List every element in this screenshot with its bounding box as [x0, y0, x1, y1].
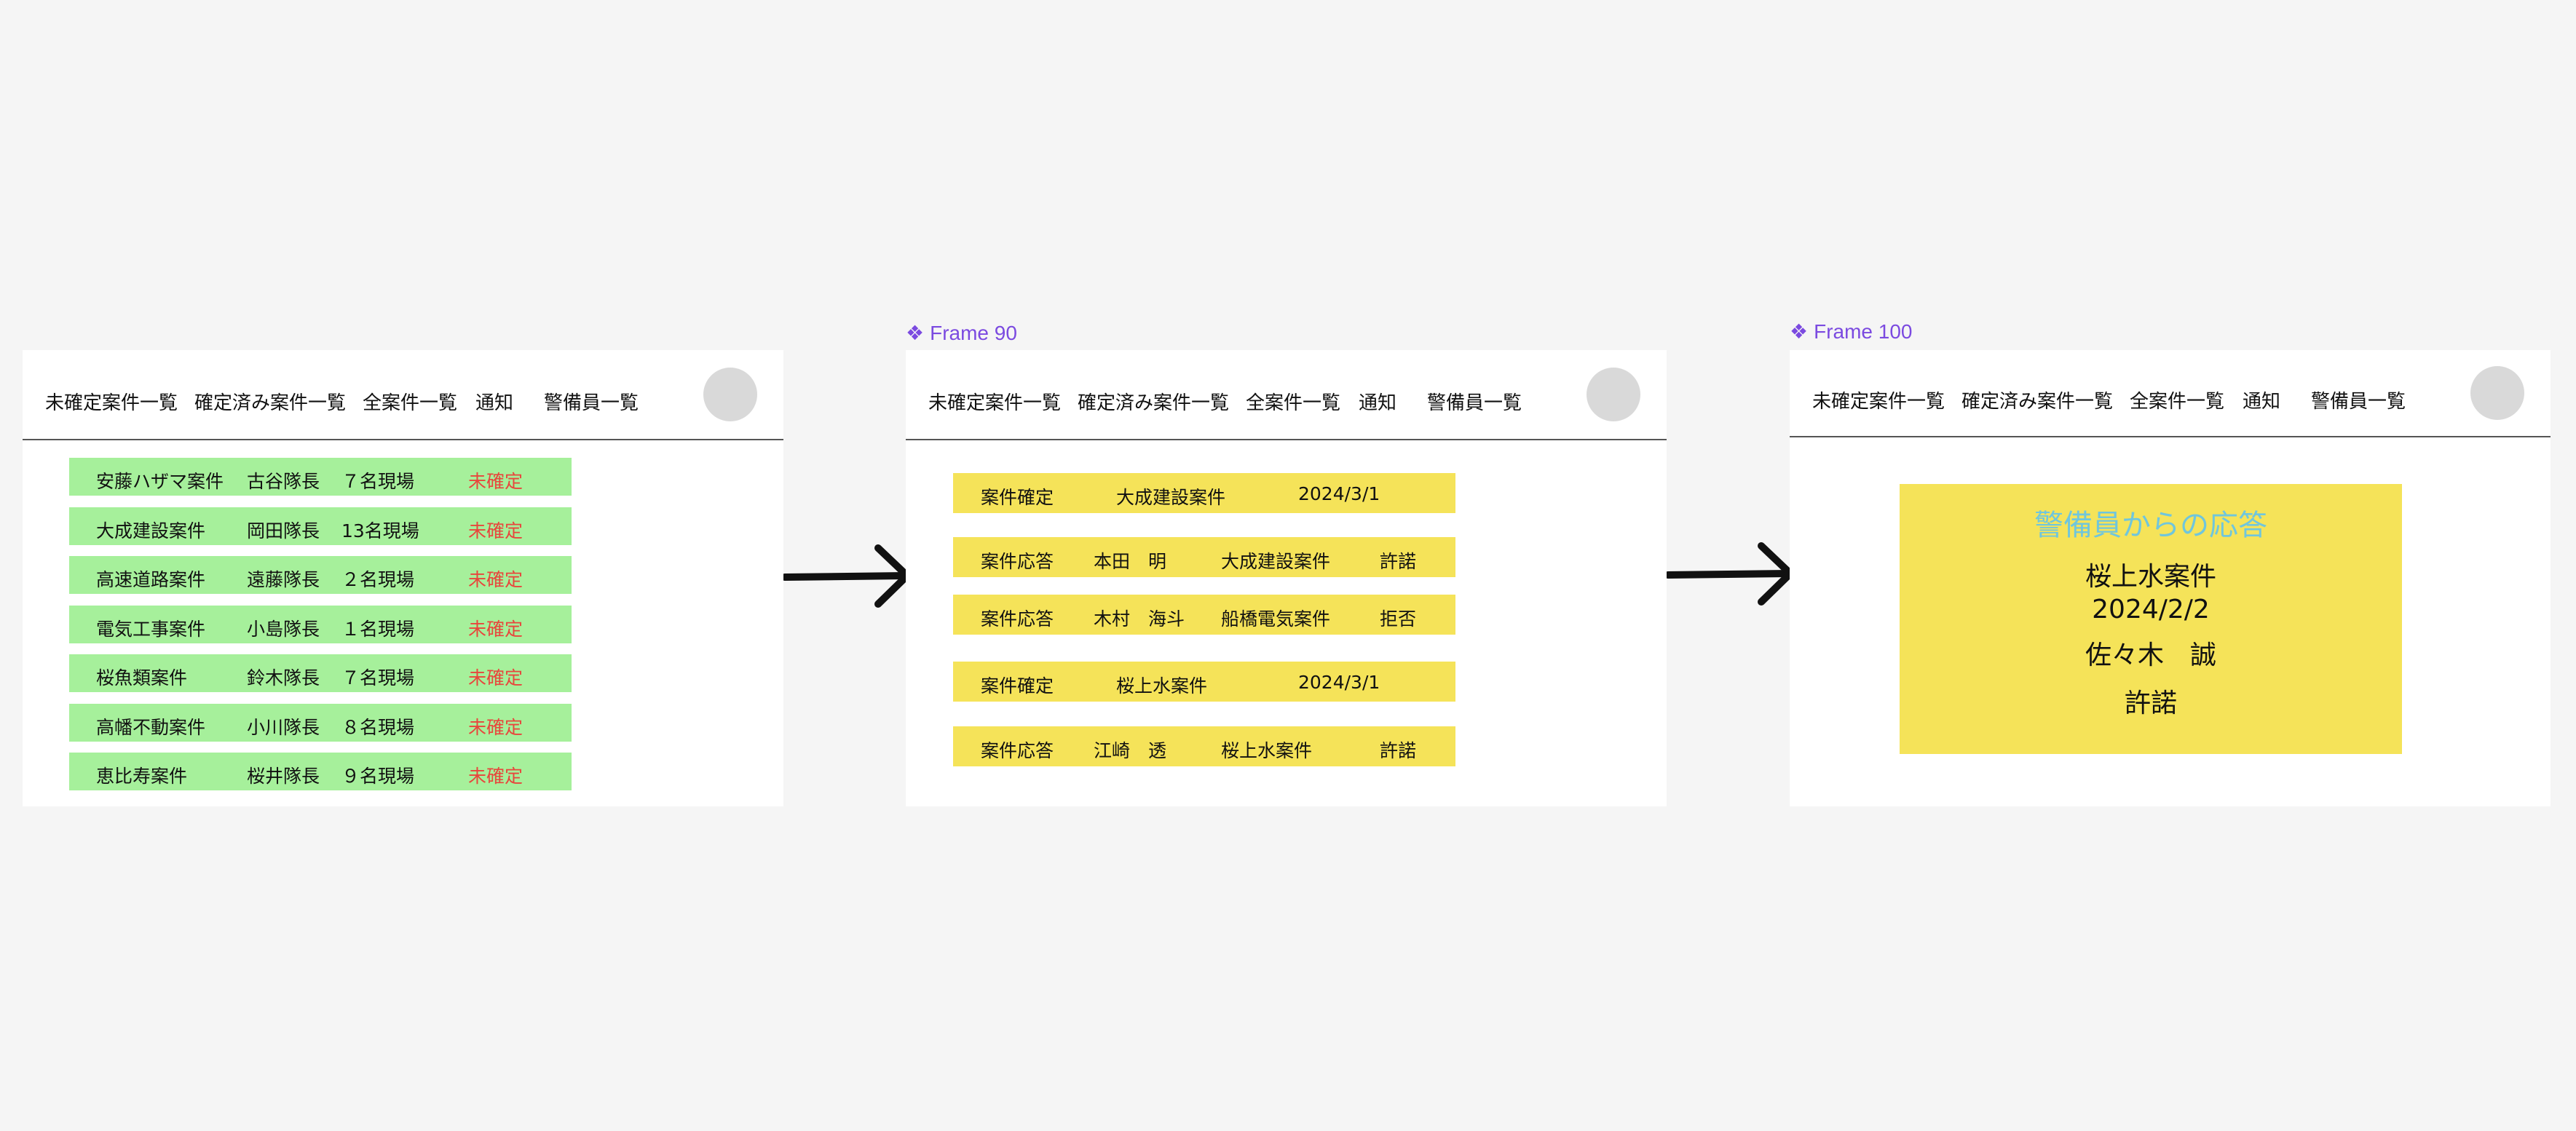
- project-row[interactable]: 大成建設案件 岡田隊長 13名現場 未確定: [69, 507, 572, 545]
- notification-project: 桜上水案件: [1221, 740, 1313, 761]
- component-icon: ❖: [1790, 320, 1809, 343]
- response-card: 警備員からの応答 桜上水案件 2024/2/2 佐々木 誠 許諾: [1900, 484, 2402, 754]
- status-text: 未確定: [468, 717, 524, 738]
- notification-type: 案件応答: [981, 551, 1054, 572]
- top-nav: 未確定案件一覧 確定済み案件一覧 全案件一覧 通知 警備員一覧: [1790, 350, 2551, 437]
- project-row[interactable]: 恵比寿案件 桜井隊長 ９名現場 未確定: [69, 753, 572, 790]
- notification-type: 案件応答: [981, 740, 1054, 761]
- notification-response[interactable]: 案件応答 江崎 透 桜上水案件 許諾: [953, 726, 1455, 766]
- site-size: 13名現場: [341, 520, 419, 541]
- leader-name: 遠藤隊長: [247, 569, 320, 590]
- nav-notifications[interactable]: 通知: [2243, 391, 2281, 413]
- avatar[interactable]: [2470, 366, 2524, 420]
- response-answer: 許諾: [1380, 740, 1417, 761]
- leader-name: 小川隊長: [247, 717, 320, 738]
- status-text: 未確定: [468, 667, 524, 688]
- project-name: 恵比寿案件: [96, 766, 188, 787]
- project-name: 電気工事案件: [96, 619, 206, 640]
- notification-date: 2024/3/1: [1298, 672, 1380, 693]
- nav-confirmed[interactable]: 確定済み案件一覧: [194, 392, 347, 414]
- frame-label-text: Frame 90: [930, 322, 1017, 344]
- project-name: 安藤ハザマ案件: [96, 471, 224, 492]
- site-size: １名現場: [341, 619, 415, 640]
- status-text: 未確定: [468, 471, 524, 492]
- nav-all-projects[interactable]: 全案件一覧: [2130, 391, 2225, 413]
- card-date: 2024/2/2: [2092, 595, 2210, 624]
- notification-project: 桜上水案件: [1116, 675, 1208, 697]
- response-answer: 拒否: [1380, 608, 1417, 630]
- status-text: 未確定: [468, 569, 524, 590]
- status-text: 未確定: [468, 766, 524, 787]
- card-guard-name: 佐々木 誠: [2085, 640, 2216, 670]
- nav-confirmed[interactable]: 確定済み案件一覧: [1078, 392, 1230, 414]
- notification-project: 大成建設案件: [1116, 487, 1226, 508]
- project-name: 桜魚類案件: [96, 667, 188, 688]
- status-text: 未確定: [468, 520, 524, 541]
- notification-response[interactable]: 案件応答 木村 海斗 船橋電気案件 拒否: [953, 595, 1455, 635]
- nav-unconfirmed[interactable]: 未確定案件一覧: [928, 392, 1062, 414]
- nav-guards[interactable]: 警備員一覧: [2311, 391, 2406, 413]
- notification-type: 案件確定: [981, 487, 1054, 508]
- project-row[interactable]: 安藤ハザマ案件 古谷隊長 ７名現場 未確定: [69, 458, 572, 496]
- leader-name: 古谷隊長: [247, 471, 320, 492]
- frame-label-text: Frame 100: [1814, 320, 1913, 343]
- leader-name: 桜井隊長: [247, 766, 320, 787]
- project-name: 高幡不動案件: [96, 717, 206, 738]
- notification-date: 2024/3/1: [1298, 483, 1380, 504]
- guard-response-screen: 未確定案件一覧 確定済み案件一覧 全案件一覧 通知 警備員一覧 警備員からの応答…: [1790, 350, 2551, 806]
- site-size: ７名現場: [341, 471, 415, 492]
- project-row[interactable]: 桜魚類案件 鈴木隊長 ７名現場 未確定: [69, 654, 572, 692]
- site-size: ７名現場: [341, 667, 415, 688]
- site-size: ２名現場: [341, 569, 415, 590]
- unconfirmed-projects-screen: 未確定案件一覧 確定済み案件一覧 全案件一覧 通知 警備員一覧 安藤ハザマ案件 …: [23, 350, 783, 806]
- card-answer: 許諾: [2124, 688, 2177, 718]
- guard-name: 本田 明: [1094, 551, 1167, 572]
- leader-name: 小島隊長: [247, 619, 320, 640]
- site-size: ８名現場: [341, 717, 415, 738]
- avatar[interactable]: [703, 368, 757, 421]
- leader-name: 鈴木隊長: [247, 667, 320, 688]
- top-nav: 未確定案件一覧 確定済み案件一覧 全案件一覧 通知 警備員一覧: [906, 350, 1667, 440]
- guard-name: 木村 海斗: [1094, 608, 1185, 630]
- flow-arrow-icon: [1667, 542, 1794, 606]
- nav-unconfirmed[interactable]: 未確定案件一覧: [45, 392, 178, 414]
- project-name: 高速道路案件: [96, 569, 206, 590]
- avatar[interactable]: [1587, 368, 1640, 421]
- frame-label-100[interactable]: ❖Frame 100: [1790, 320, 1913, 344]
- card-project: 桜上水案件: [2085, 562, 2216, 592]
- notifications-screen: 未確定案件一覧 確定済み案件一覧 全案件一覧 通知 警備員一覧 案件確定 大成建…: [906, 350, 1667, 806]
- nav-guards[interactable]: 警備員一覧: [1427, 392, 1522, 414]
- nav-confirmed[interactable]: 確定済み案件一覧: [1961, 391, 2114, 413]
- leader-name: 岡田隊長: [247, 520, 320, 541]
- notification-response[interactable]: 案件応答 本田 明 大成建設案件 許諾: [953, 537, 1455, 577]
- notification-type: 案件応答: [981, 608, 1054, 630]
- project-row[interactable]: 高速道路案件 遠藤隊長 ２名現場 未確定: [69, 556, 572, 594]
- top-nav: 未確定案件一覧 確定済み案件一覧 全案件一覧 通知 警備員一覧: [23, 350, 783, 440]
- notification-confirmed[interactable]: 案件確定 大成建設案件 2024/3/1: [953, 473, 1455, 513]
- nav-guards[interactable]: 警備員一覧: [544, 392, 639, 414]
- nav-notifications[interactable]: 通知: [475, 392, 514, 414]
- nav-all-projects[interactable]: 全案件一覧: [1246, 392, 1341, 414]
- nav-all-projects[interactable]: 全案件一覧: [363, 392, 458, 414]
- project-row[interactable]: 電気工事案件 小島隊長 １名現場 未確定: [69, 606, 572, 643]
- card-title: 警備員からの応答: [2034, 509, 2267, 542]
- notification-type: 案件確定: [981, 675, 1054, 697]
- flow-arrow-icon: [783, 544, 911, 608]
- response-answer: 許諾: [1380, 551, 1417, 572]
- nav-notifications[interactable]: 通知: [1359, 392, 1397, 414]
- nav-unconfirmed[interactable]: 未確定案件一覧: [1812, 391, 1945, 413]
- guard-name: 江崎 透: [1094, 740, 1167, 761]
- frame-label-90[interactable]: ❖Frame 90: [906, 321, 1017, 345]
- site-size: ９名現場: [341, 766, 415, 787]
- notification-project: 大成建設案件: [1221, 551, 1331, 572]
- notification-project: 船橋電気案件: [1221, 608, 1331, 630]
- notification-confirmed[interactable]: 案件確定 桜上水案件 2024/3/1: [953, 662, 1455, 702]
- status-text: 未確定: [468, 619, 524, 640]
- project-name: 大成建設案件: [96, 520, 206, 541]
- component-icon: ❖: [906, 322, 925, 344]
- project-row[interactable]: 高幡不動案件 小川隊長 ８名現場 未確定: [69, 704, 572, 742]
